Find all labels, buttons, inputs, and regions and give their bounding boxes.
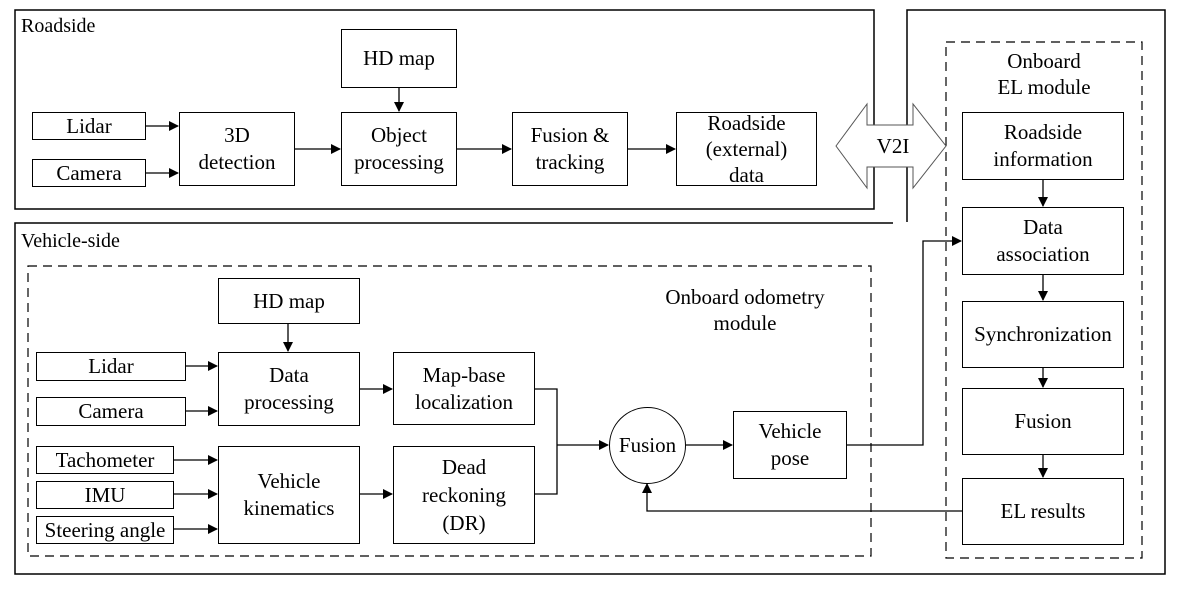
vehicle-pose-block: Vehicle pose	[733, 411, 847, 479]
vehicle-hd-map-block: HD map	[218, 278, 360, 324]
synchronization-block: Synchronization	[962, 301, 1124, 368]
el-outer-container	[906, 9, 1166, 575]
data-association-block: Data association	[962, 207, 1124, 275]
block-label: Fusion	[1014, 409, 1072, 433]
block-label: Map-base localization	[415, 362, 513, 414]
data-processing-block: Data processing	[218, 352, 360, 426]
block-label: 3D detection	[198, 123, 276, 174]
block-label: Fusion	[618, 433, 677, 457]
block-label: Data processing	[244, 363, 334, 414]
steering-angle-block: Steering angle	[36, 516, 174, 544]
block-label: Data association	[996, 215, 1090, 266]
fusion-node: Fusion	[609, 407, 686, 484]
arrow-pose-to-association	[847, 236, 962, 446]
vehicle-camera-block: Camera	[36, 397, 186, 426]
block-label: Lidar	[88, 354, 134, 378]
roadside-hd-map-block: HD map	[341, 29, 457, 88]
block-label: Roadside (external) data	[705, 111, 788, 187]
roadside-title: Roadside	[21, 15, 96, 37]
merge-line	[535, 388, 558, 495]
vehicle-side-container	[14, 222, 907, 575]
block-label: Dead reckoning (DR)	[422, 455, 506, 535]
block-label: Vehicle pose	[758, 419, 822, 470]
block-label: Vehicle kinematics	[243, 469, 335, 520]
map-localization-block: Map-base localization	[393, 352, 535, 425]
tachometer-block: Tachometer	[36, 446, 174, 474]
v2i-label: V2I	[876, 134, 910, 158]
block-label: Tachometer	[55, 447, 155, 472]
block-label: Object processing	[354, 123, 444, 174]
block-label: Steering angle	[44, 517, 166, 542]
object-processing-block: Object processing	[341, 112, 457, 186]
3d-detection-block: 3D detection	[179, 112, 295, 186]
roadside-data-block: Roadside (external) data	[676, 111, 817, 187]
arrow-el-results-feedback	[642, 483, 962, 512]
el-module-title: Onboard EL module	[997, 49, 1091, 99]
vehicle-side-title: Vehicle-side	[21, 230, 120, 252]
roadside-information-block: Roadside information	[962, 112, 1124, 180]
block-label: EL results	[1000, 499, 1086, 523]
v2i-double-arrow	[835, 102, 947, 190]
block-label: Camera	[56, 160, 122, 185]
el-fusion-block: Fusion	[962, 388, 1124, 455]
el-results-block: EL results	[962, 478, 1124, 545]
block-label: Lidar	[66, 113, 112, 138]
vehicle-kinematics-block: Vehicle kinematics	[218, 446, 360, 544]
roadside-container	[14, 9, 875, 210]
block-label: IMU	[84, 482, 126, 507]
block-label: HD map	[253, 288, 325, 313]
block-label: Roadside information	[993, 120, 1093, 171]
roadside-lidar-block: Lidar	[32, 112, 146, 140]
roadside-camera-block: Camera	[32, 159, 146, 187]
el-module-dashed	[945, 41, 1143, 559]
block-label: Camera	[78, 399, 144, 423]
dead-reckoning-block: Dead reckoning (DR)	[393, 446, 535, 544]
block-label: Fusion & tracking	[530, 123, 610, 174]
vehicle-lidar-block: Lidar	[36, 352, 186, 381]
block-label: HD map	[363, 46, 435, 70]
odometry-module-title: Onboard odometry module	[665, 285, 825, 335]
odometry-module-dashed	[27, 265, 872, 557]
block-label: Synchronization	[974, 322, 1112, 346]
fusion-tracking-block: Fusion & tracking	[512, 112, 628, 186]
imu-block: IMU	[36, 481, 174, 509]
